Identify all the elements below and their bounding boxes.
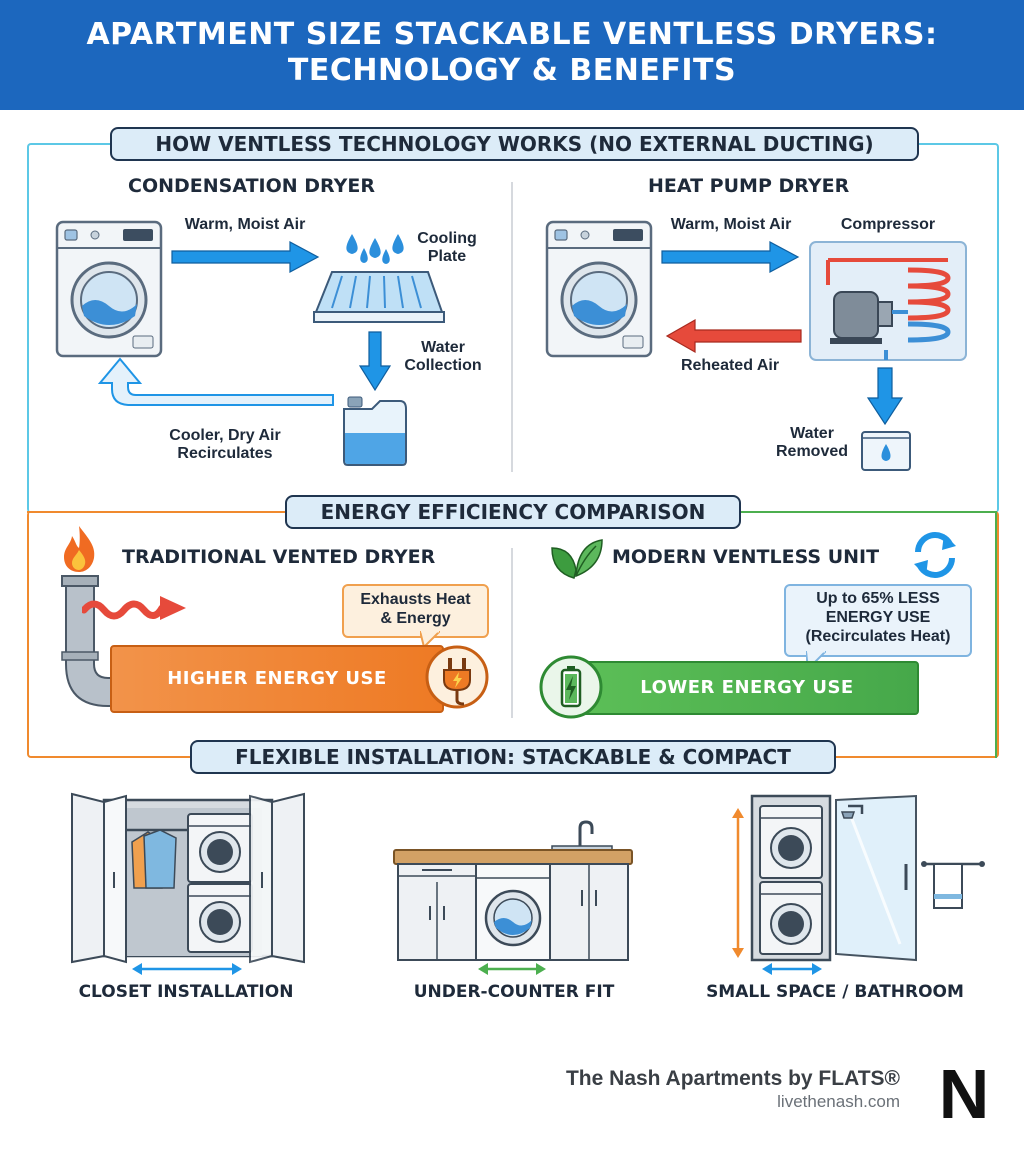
how-divider bbox=[511, 182, 513, 472]
cooling-plate-icon bbox=[313, 271, 445, 323]
lower-energy-bar: LOWER ENERGY USE bbox=[575, 661, 919, 715]
exhausts-heat-bubble: Exhausts Heat & Energy bbox=[342, 584, 489, 638]
heat-pump-title: HEAT PUMP DRYER bbox=[648, 175, 850, 197]
recirculate-arrow-icon bbox=[97, 357, 334, 406]
heat-pump-washer-icon bbox=[545, 220, 653, 358]
condensation-title: CONDENSATION DRYER bbox=[128, 175, 375, 197]
compressor-label: Compressor bbox=[840, 216, 936, 233]
small-space-label: SMALL SPACE / BATHROOM bbox=[706, 982, 964, 1002]
water-down-arrow-icon bbox=[358, 331, 392, 392]
modern-title: MODERN VENTLESS UNIT bbox=[612, 546, 880, 568]
energy-frame-top-right bbox=[740, 511, 997, 513]
plug-icon bbox=[425, 645, 489, 709]
under-counter-label: UNDER-COUNTER FIT bbox=[413, 982, 615, 1002]
height-arrow-icon bbox=[732, 808, 744, 958]
under-counter-illustration-icon bbox=[393, 820, 633, 961]
heat-wave-arrow-icon bbox=[82, 596, 186, 620]
water-collection-label: Water Collection bbox=[404, 339, 482, 374]
heat-pump-warm-arrow-icon bbox=[661, 240, 800, 274]
how-section-title: HOW VENTLESS TECHNOLOGY WORKS (NO EXTERN… bbox=[110, 127, 919, 161]
energy-divider bbox=[511, 548, 513, 718]
condensation-washer-icon bbox=[55, 220, 163, 358]
cooling-plate-label: Cooling Plate bbox=[417, 230, 477, 265]
traditional-title: TRADITIONAL VENTED DRYER bbox=[122, 546, 436, 568]
water-jug-icon bbox=[343, 396, 407, 466]
footer-url: livethenash.com bbox=[777, 1092, 900, 1111]
closet-installation-label: CLOSET INSTALLATION bbox=[78, 982, 294, 1002]
compressor-icon bbox=[809, 241, 967, 361]
under-counter-width-arrow-icon bbox=[478, 963, 546, 975]
cooler-air-label: Cooler, Dry Air Recirculates bbox=[169, 427, 281, 462]
bubble-tail-orange-icon bbox=[420, 631, 440, 647]
small-space-illustration-icon bbox=[750, 794, 985, 962]
less-energy-bubble: Up to 65% LESS ENERGY USE (Recirculates … bbox=[784, 584, 972, 657]
page-title-line2: TECHNOLOGY & BENEFITS bbox=[287, 53, 737, 88]
condensation-warm-air-label: Warm, Moist Air bbox=[184, 216, 306, 233]
warm-air-arrow-icon bbox=[171, 240, 320, 274]
leaf-icon bbox=[551, 539, 603, 579]
heat-pump-warm-air-label: Warm, Moist Air bbox=[670, 216, 792, 233]
page-header: APARTMENT SIZE STACKABLE VENTLESS DRYERS… bbox=[0, 0, 1024, 110]
small-space-width-arrow-icon bbox=[762, 963, 822, 975]
footer-brand: The Nash Apartments by FLATS® bbox=[565, 1067, 900, 1090]
water-tray-icon bbox=[861, 431, 911, 471]
page-title-line1: APARTMENT SIZE STACKABLE VENTLESS DRYERS… bbox=[86, 17, 938, 52]
footer-logo: N bbox=[938, 1055, 990, 1133]
reheated-arrow-icon bbox=[665, 318, 802, 354]
closet-width-arrow-icon bbox=[132, 963, 242, 975]
closet-illustration-icon bbox=[71, 792, 305, 964]
install-section-title: FLEXIBLE INSTALLATION: STACKABLE & COMPA… bbox=[190, 740, 836, 774]
higher-energy-bar: HIGHER ENERGY USE bbox=[110, 645, 444, 713]
energy-frame-right-green bbox=[995, 511, 997, 758]
recycle-icon bbox=[914, 532, 956, 578]
heat-pump-down-arrow-icon bbox=[866, 367, 904, 426]
water-drops-icon bbox=[346, 234, 404, 264]
reheated-air-label: Reheated Air bbox=[680, 357, 780, 374]
energy-frame-top-left bbox=[27, 511, 287, 513]
energy-section-title: ENERGY EFFICIENCY COMPARISON bbox=[285, 495, 741, 529]
flame-icon bbox=[64, 526, 95, 572]
water-removed-label: Water Removed bbox=[775, 425, 849, 460]
battery-icon bbox=[539, 655, 603, 719]
